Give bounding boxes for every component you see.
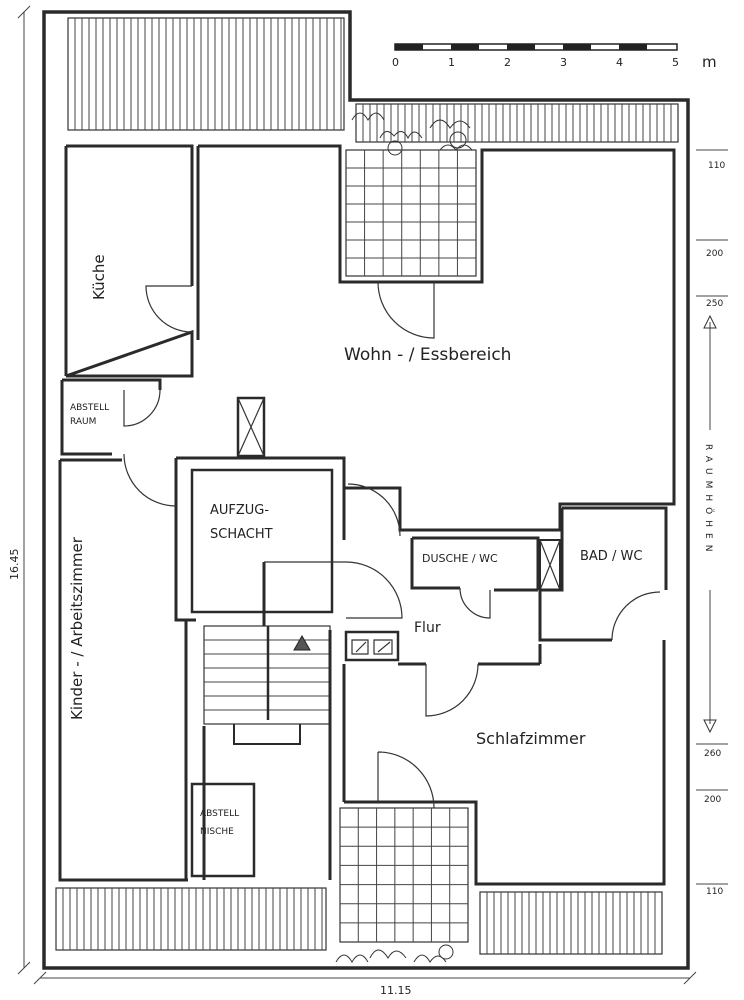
scale-tick-1: 1 [448, 56, 455, 69]
room-label-bath: BAD / WC [580, 549, 642, 564]
scale-tick-5: 5 [672, 56, 679, 69]
dimension-height-label: 16.45 [8, 549, 21, 581]
room-label-bedroom: Schlafzimmer [476, 729, 586, 748]
room-label-children: Kinder - / Arbeitszimmer [68, 536, 86, 720]
room-label-shower: DUSCHE / WC [422, 552, 498, 565]
scale-tick-3: 3 [560, 56, 567, 69]
scale-unit: m [702, 53, 717, 71]
dimension-width: 11.15 [33, 971, 697, 997]
scale-bar: 0 1 2 3 4 5 m [392, 43, 717, 71]
room-label-storage-line1: ABSTELL [70, 403, 109, 413]
outer-wall [42, 10, 690, 970]
room-heights-label: RAUMHÖHEN [703, 444, 714, 557]
dimension-width-label: 11.15 [380, 984, 412, 997]
interior-walls [58, 144, 676, 886]
dimension-right-4: 260 [704, 749, 721, 759]
room-label-elevator-line2: SCHACHT [210, 527, 273, 542]
room-label-niche-line1: ABSTELL [200, 809, 239, 819]
scale-tick-4: 4 [616, 56, 623, 69]
dimension-right-3: 250 [706, 299, 723, 309]
dimension-right: 110 200 250 260 200 110 RAUMHÖHEN [696, 149, 728, 897]
plants-bottom [335, 944, 454, 964]
dimension-height: 16.45 [8, 5, 31, 975]
room-label-kitchen: Küche [90, 254, 108, 300]
plants-top [351, 112, 473, 156]
room-label-hall: Flur [414, 620, 441, 636]
terrace-top-left [67, 17, 345, 131]
room-label-living: Wohn - / Essbereich [344, 345, 511, 365]
room-label-niche-line2: NISCHE [200, 827, 234, 837]
scale-tick-2: 2 [504, 56, 511, 69]
dimension-right-6: 110 [706, 887, 723, 897]
dimension-right-5: 200 [704, 795, 721, 805]
scale-tick-0: 0 [392, 56, 399, 69]
dimension-right-2: 200 [706, 249, 723, 259]
balcony-bottom [339, 807, 469, 943]
door-swings [123, 281, 661, 809]
room-label-elevator-line1: AUFZUG- [210, 503, 269, 518]
dimension-right-1: 110 [708, 161, 725, 171]
room-label-storage-line2: RAUM [70, 417, 96, 427]
balcony-top [345, 149, 477, 277]
terrace-bottom-left [55, 887, 327, 951]
